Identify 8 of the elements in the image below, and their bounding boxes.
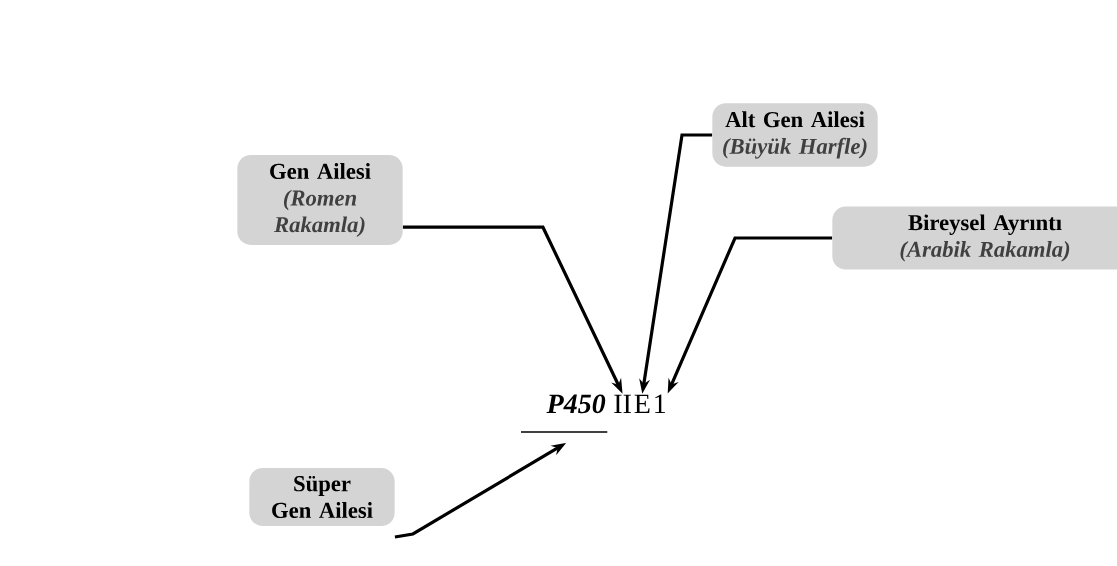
label-box: Bireysel Ayrıntı (Arabik Rakamla) [832, 206, 1117, 270]
label-box: Alt Gen Ailesi (Büyük Harfle) [712, 103, 878, 167]
symbol-text: P450 [546, 394, 606, 414]
label-box: Süper Gen Ailesi [249, 467, 395, 526]
label-box: Gen Ailesi (Romen Rakamla) [237, 155, 403, 245]
symbol-text: II [614, 394, 631, 413]
symbol-text: 1 [655, 394, 666, 413]
symbol-text: E [634, 394, 650, 413]
